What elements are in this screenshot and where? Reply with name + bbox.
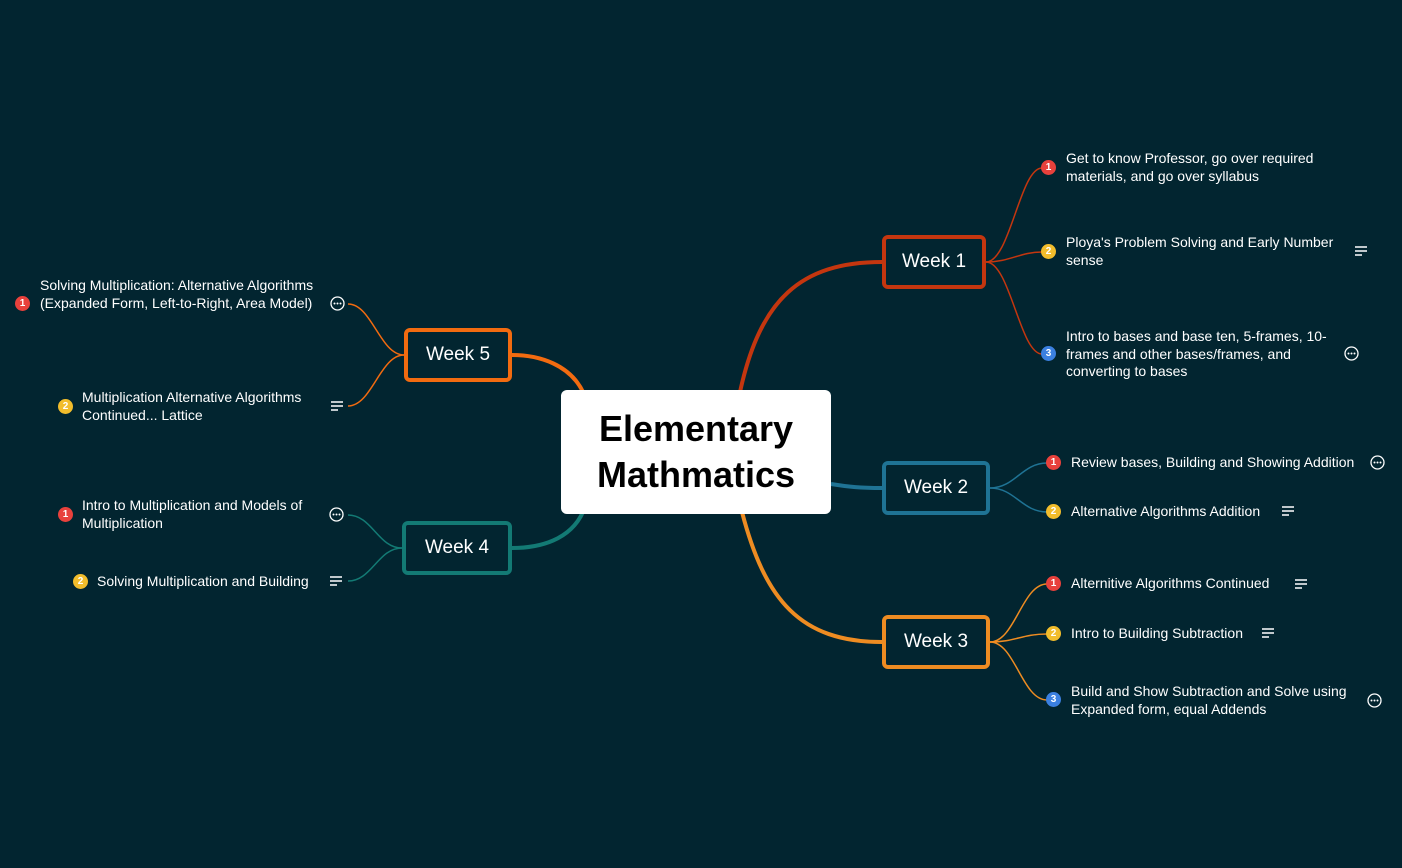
branch-week1	[738, 260, 883, 393]
priority-3-badge: 3	[1041, 346, 1056, 361]
week-1-topic-1[interactable]: Get to know Professor, go over required …	[1066, 150, 1314, 184]
priority-1-badge: 1	[15, 296, 30, 311]
comment-icon[interactable]	[330, 296, 345, 311]
priority-2-badge: 2	[1046, 626, 1061, 641]
notes-icon[interactable]	[330, 400, 344, 412]
week-3-node[interactable]: Week 3	[882, 615, 990, 669]
comment-icon[interactable]	[1370, 455, 1385, 470]
notes-icon[interactable]	[1281, 505, 1295, 517]
branch-week2	[830, 482, 883, 490]
priority-2-badge: 2	[1046, 504, 1061, 519]
week-4-topic-1[interactable]: Intro to Multiplication and Models of Mu…	[82, 497, 303, 531]
week-1-node[interactable]: Week 1	[882, 235, 986, 289]
priority-1-badge: 1	[1046, 576, 1061, 591]
branch-week4	[511, 511, 585, 550]
priority-1-badge: 1	[1041, 160, 1056, 175]
week-2-topic-1[interactable]: Review bases, Building and Showing Addit…	[1071, 454, 1355, 470]
week-5-node[interactable]: Week 5	[404, 328, 512, 382]
notes-icon[interactable]	[1294, 578, 1308, 590]
comment-icon[interactable]	[1367, 693, 1382, 708]
priority-2-badge: 2	[58, 399, 73, 414]
week-3-topic-1[interactable]: Alternitive Algorithms Continued	[1071, 575, 1270, 591]
priority-1-badge: 1	[1046, 455, 1061, 470]
week-5-topic-2[interactable]: Multiplication Alternative Algorithms Co…	[82, 389, 302, 423]
notes-icon[interactable]	[1261, 627, 1275, 639]
week-1-topic-3[interactable]: Intro to bases and base ten, 5-frames, 1…	[1066, 328, 1327, 379]
week-2-node[interactable]: Week 2	[882, 461, 990, 515]
central-topic-line1: Elementary	[598, 408, 794, 449]
priority-1-badge: 1	[58, 507, 73, 522]
central-topic[interactable]: Elementary Mathmatics	[561, 390, 831, 514]
week-5-topic-1[interactable]: Solving Multiplication: Alternative Algo…	[40, 277, 314, 311]
comment-icon[interactable]	[329, 507, 344, 522]
priority-2-badge: 2	[73, 574, 88, 589]
notes-icon[interactable]	[329, 575, 343, 587]
week-1-topic-2[interactable]: Ploya's Problem Solving and Early Number…	[1066, 234, 1334, 268]
branch-week3	[740, 511, 883, 644]
priority-3-badge: 3	[1046, 692, 1061, 707]
week-2-topic-2[interactable]: Alternative Algorithms Addition	[1071, 503, 1261, 519]
week-4-topic-2[interactable]: Solving Multiplication and Building	[97, 573, 309, 589]
notes-icon[interactable]	[1354, 245, 1368, 257]
week-3-topic-2[interactable]: Intro to Building Subtraction	[1071, 625, 1243, 641]
week-4-node[interactable]: Week 4	[402, 521, 512, 575]
branch-week5	[511, 353, 585, 393]
comment-icon[interactable]	[1344, 346, 1359, 361]
priority-2-badge: 2	[1041, 244, 1056, 259]
central-topic-line2: Mathmatics	[596, 454, 796, 495]
week-3-topic-3[interactable]: Build and Show Subtraction and Solve usi…	[1071, 683, 1347, 717]
